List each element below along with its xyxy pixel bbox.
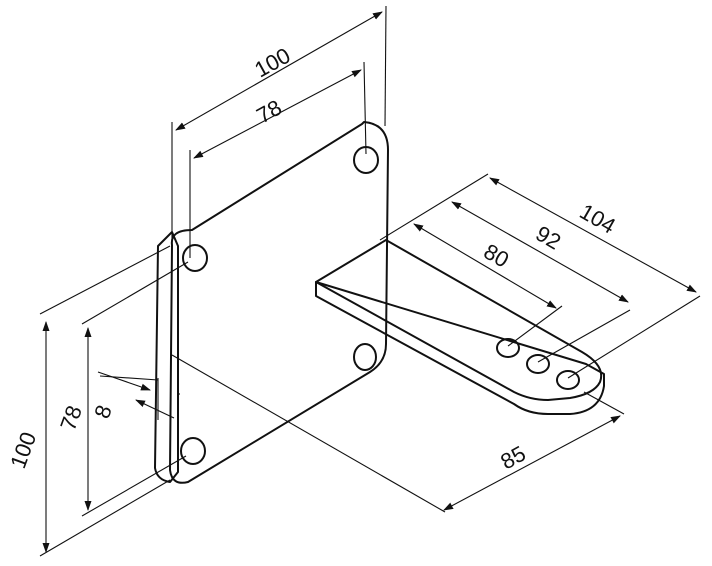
label-plate-height: 100 (5, 429, 41, 472)
plate-hole-top-left (182, 244, 208, 272)
dim-line-thickness-b (135, 399, 175, 419)
bracket-part (154, 121, 605, 484)
plate-hole-bottom-right (353, 343, 377, 371)
label-hole-spacing-v: 78 (55, 402, 87, 434)
arm-side-face (315, 281, 605, 415)
arm-hole-inner (496, 338, 520, 358)
dim-line-thickness (97, 371, 151, 391)
dim-line-arm-80 (413, 223, 557, 309)
label-arm-80: 80 (480, 239, 514, 273)
plate-hole-bottom-left (180, 437, 206, 465)
label-hole-spacing-h: 78 (252, 95, 286, 129)
label-arm-width: 85 (496, 441, 530, 475)
label-thickness: 8 (89, 402, 117, 422)
dimension-lines (42, 11, 697, 553)
dimension-labels: 100 78 100 78 8 104 92 80 85 (5, 43, 620, 475)
plate-side-face (154, 231, 179, 483)
label-arm-104: 104 (576, 199, 620, 239)
dim-line-arm-104 (489, 177, 697, 293)
arm-hole-middle (526, 354, 550, 374)
label-plate-width: 100 (250, 43, 294, 83)
arm-hole-outer (556, 370, 580, 390)
dim-line-hole-spacing-h (193, 69, 362, 159)
dim-line-arm-width (443, 415, 621, 511)
extension-lines (39, 5, 701, 557)
mounting-plate (169, 121, 389, 484)
